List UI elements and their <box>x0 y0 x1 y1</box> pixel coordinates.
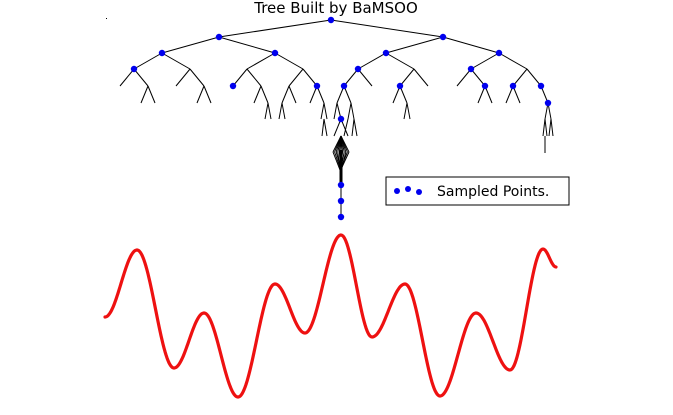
tree-edge <box>232 68 248 87</box>
tree-edge <box>147 85 156 104</box>
tree-edge <box>246 68 262 87</box>
sampled-point <box>481 82 489 90</box>
tree-edge <box>399 68 415 87</box>
tree-edge <box>288 85 297 104</box>
tree-edge <box>542 118 546 137</box>
tree-edge <box>512 68 528 87</box>
tree-edge <box>385 36 444 54</box>
sampled-point <box>439 33 447 41</box>
dense-stem-edge <box>332 151 341 171</box>
dense-stem <box>332 135 350 186</box>
sampled-point <box>340 82 348 90</box>
tree-edge <box>406 102 411 120</box>
tree-edge <box>302 68 318 87</box>
tree-edge <box>196 85 205 104</box>
tree-edge <box>288 68 304 87</box>
tree-edge <box>320 102 325 120</box>
sampled-point <box>229 82 237 90</box>
tree-edge <box>548 118 552 137</box>
tree-edge <box>218 36 276 54</box>
tree-edge <box>550 118 554 137</box>
legend-marker <box>405 186 411 192</box>
stray-mark <box>106 18 107 19</box>
tree-edge <box>281 102 286 120</box>
tree-edge <box>526 68 542 87</box>
legend-box <box>385 176 570 206</box>
tree-edge <box>161 52 191 70</box>
sampled-point <box>354 65 362 73</box>
sampled-point <box>337 213 345 221</box>
tree-edge <box>281 85 290 104</box>
tree-edges <box>119 19 554 217</box>
legend-marker <box>394 188 400 194</box>
tree-edge <box>119 68 135 87</box>
tree-edge <box>218 19 332 38</box>
tree-edge <box>323 118 328 137</box>
figure-title: Tree Built by BaMSOO <box>253 0 418 17</box>
sampled-point <box>215 33 223 41</box>
tree-edge <box>413 68 429 87</box>
sampled-point <box>537 82 545 90</box>
tree-edge <box>544 118 548 137</box>
tree-edge <box>357 68 373 87</box>
tree-edge <box>267 102 272 120</box>
tree-edge <box>343 118 349 137</box>
legend-label: Sampled Points. <box>437 184 549 200</box>
sampled-point <box>158 49 166 57</box>
tree-edge <box>350 102 355 120</box>
tree-edge <box>321 118 325 137</box>
sampled-point <box>337 181 345 189</box>
tree-edge <box>278 102 283 120</box>
sampled-point <box>382 49 390 57</box>
tree-edge <box>323 102 328 120</box>
objective-curve <box>103 233 558 399</box>
tree-edge <box>456 68 472 87</box>
tree-edge <box>133 52 163 70</box>
tree-edge <box>330 19 444 38</box>
tree-edge <box>403 102 408 120</box>
sampled-points <box>130 16 552 221</box>
tree-edge <box>343 68 359 87</box>
tree-edge <box>246 52 276 70</box>
sampled-point <box>337 115 345 123</box>
sampled-point <box>544 99 552 107</box>
sampled-point <box>271 49 279 57</box>
sampled-point <box>313 82 321 90</box>
tree-edge <box>470 52 500 70</box>
legend: Sampled Points. <box>385 176 570 206</box>
tree-edge <box>333 102 338 120</box>
tree-edge <box>385 52 415 70</box>
tree-edge <box>353 118 358 137</box>
tree-edge <box>203 85 212 104</box>
legend-marker <box>416 189 422 195</box>
sampled-point <box>467 65 475 73</box>
tree-edge <box>274 52 304 70</box>
tree-edge <box>347 102 352 120</box>
tree-edge <box>351 118 355 137</box>
tree-edge <box>357 52 387 70</box>
tree-edge <box>442 36 500 54</box>
sampled-point <box>495 49 503 57</box>
tree-edge <box>161 36 220 54</box>
tree-edge <box>189 68 205 87</box>
tree-edge <box>175 68 191 87</box>
tree-edge <box>470 68 486 87</box>
sampled-point <box>509 82 517 90</box>
tree-edge <box>264 102 269 120</box>
sampled-point <box>130 65 138 73</box>
sampled-point <box>337 197 345 205</box>
tree-edge <box>260 85 269 104</box>
sampled-point <box>396 82 404 90</box>
sampled-point <box>327 16 335 24</box>
tree-edge <box>140 85 149 104</box>
tree-edge <box>133 68 149 87</box>
dense-stem-edge <box>340 135 350 153</box>
tree-edge <box>498 52 528 70</box>
tree-edge <box>253 85 262 104</box>
